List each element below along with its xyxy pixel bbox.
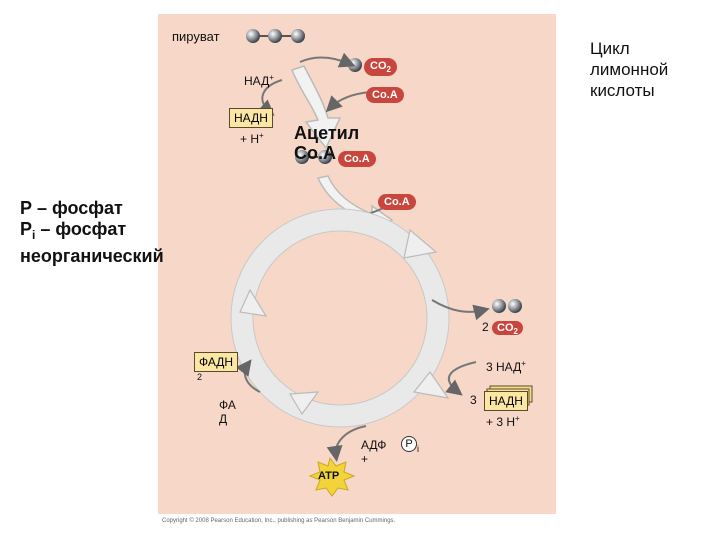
nadh-right-box: НАДН — [484, 391, 528, 411]
coa-pill-3: Co.A — [378, 194, 416, 210]
adp-text: АДФ — [361, 438, 387, 452]
acetyl-line-2: Co.A — [294, 143, 336, 163]
adp-to-atp-arrow — [326, 425, 367, 462]
adp-label: АДФ + — [361, 438, 386, 466]
acetyl-line-1: Ацетил — [294, 123, 360, 143]
h-plus-label: + H+ — [240, 131, 264, 146]
pyruvate-label: пируват — [172, 29, 220, 44]
title-line-3: кислоты — [590, 81, 655, 100]
co2-molecule-top — [348, 58, 362, 72]
coa-in-arrow — [325, 91, 371, 113]
co2-top-pill: CO2 — [364, 58, 397, 76]
legend-line-2: Рi – фосфат — [20, 219, 127, 242]
adp-plus: + — [361, 452, 369, 466]
pi-circle: P — [401, 436, 417, 452]
title-line-2: лимонной — [590, 60, 669, 79]
fad-arrow — [235, 359, 261, 393]
two-co2-label: 2 CO2 — [482, 320, 523, 336]
nad-plus-label: НАД+ — [244, 73, 274, 88]
coa-pill-1: Co.A — [366, 87, 404, 103]
legend-line-1: Р – фосфат — [20, 198, 123, 218]
nad-right-arrow — [445, 361, 477, 396]
cycle-arrowheads — [239, 228, 450, 416]
two-co2-molecules — [492, 299, 522, 313]
phosphate-legend: Р – фосфат Рi – фосфат неорганический — [20, 198, 164, 267]
pi-subscript: i — [417, 444, 419, 454]
co2-release-arrow — [299, 52, 356, 68]
fad-label: ФА Д — [219, 398, 236, 426]
pyruvate-to-acetyl-arrow — [291, 65, 342, 150]
pyruvate-molecule — [246, 29, 305, 43]
cycle-panel — [158, 14, 556, 514]
atp-label: ATP — [318, 470, 340, 482]
fad-line-2: Д — [219, 412, 228, 426]
co2-out-cycle-arrow — [431, 299, 490, 321]
fad-line-1: ФА — [219, 398, 236, 412]
three-nad-label: 3 НАД+ — [486, 359, 526, 374]
title-line-1: Цикл — [590, 39, 630, 58]
copyright-text: Copyright © 2008 Pearson Education, Inc.… — [162, 518, 396, 524]
three-h-plus-label: + 3 H+ — [486, 414, 520, 429]
two-co2-pill: CO2 — [492, 321, 523, 336]
diagram-title: Цикл лимонной кислоты — [590, 38, 668, 101]
legend-line-3: неорганический — [20, 246, 164, 266]
fadh2-subscript: 2 — [197, 372, 203, 382]
acetyl-coa-label: Ацетил Co.A — [294, 123, 359, 163]
three-prefix: 3 — [470, 393, 477, 407]
coa-pill-2: Co.A — [338, 151, 376, 167]
acetyl-coa-molecule — [295, 150, 332, 164]
citric-acid-cycle-ring — [231, 209, 449, 427]
nadh-top-box: НАДН — [229, 108, 273, 128]
atp-burst — [308, 456, 356, 497]
fadh2-box: ФАДН — [194, 352, 239, 372]
